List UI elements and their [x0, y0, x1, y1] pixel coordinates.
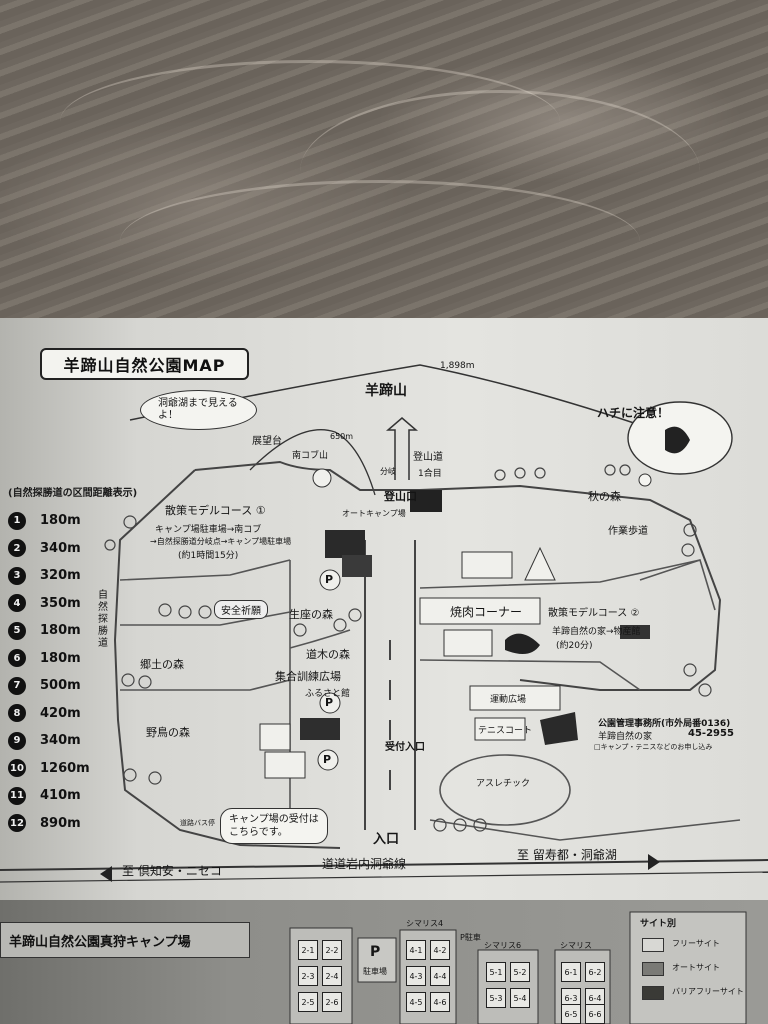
furusato-label: ふるさと館	[305, 689, 351, 699]
sub-peak-elevation: 650m	[330, 432, 354, 441]
sports-field-label: 運動広場	[490, 695, 527, 705]
section-label: シマリス	[560, 941, 592, 950]
hometown-forest-label: 郷土の森	[140, 658, 184, 671]
trail-entrance-label: 登山口	[384, 490, 417, 503]
camp-site: 6-1	[561, 962, 581, 982]
camp-site: 4-2	[430, 940, 450, 960]
camp-site: 2-5	[298, 992, 318, 1012]
camp-site: 5-3	[486, 988, 506, 1008]
course2-time: (約20分)	[556, 641, 593, 651]
parking-marker: P	[325, 573, 334, 586]
camp-site: 2-6	[322, 992, 342, 1012]
course2-label: 散策モデルコース ②	[548, 608, 640, 619]
camp-site: 2-3	[298, 966, 318, 986]
blanket-background	[0, 0, 768, 340]
trail-head-label: 登山道	[413, 452, 443, 463]
cloud-note: 洞爺湖まで見えるよ！	[158, 398, 238, 421]
bbq-corner-label: 焼肉コーナー	[450, 605, 523, 619]
section-label: シマリス6	[484, 941, 522, 950]
training-field-label: 集合訓練広場	[275, 670, 341, 683]
bus-stop-label: 道路バス停	[180, 819, 215, 827]
bird-forest-label: 野鳥の森	[146, 726, 190, 739]
auto-camp-label: オートキャンプ場	[342, 509, 406, 518]
peak-name: 羊蹄山	[365, 383, 407, 399]
course1-time: (約1時間15分)	[178, 551, 239, 561]
camp-parking-marker: P	[370, 944, 381, 960]
vertical-trail-label: 自然探勝道	[98, 590, 108, 649]
lake-view-cloud	[140, 390, 257, 430]
section-label: シマリス4	[406, 919, 444, 928]
phone-number: 45-2955	[688, 728, 734, 739]
seat-forest-label: 生座の森	[289, 608, 333, 621]
course2-desc: 羊蹄自然の家→物産館	[552, 627, 641, 637]
camp-site: 2-2	[322, 940, 342, 960]
camp-site: 2-4	[322, 966, 342, 986]
site-barrier-label: バリアフリーサイト	[672, 987, 744, 996]
safety-shrine-label: 安全祈願	[214, 600, 268, 619]
legend-header: (自然探勝道の区間距離表示)	[8, 488, 138, 499]
reception-entrance-label: 受付入口	[385, 742, 425, 753]
camp-reception-note: キャンプ場の受付はこちらです。	[220, 808, 328, 844]
camp-site: 6-5	[561, 1004, 581, 1024]
course1-label: 散策モデルコース ①	[165, 504, 266, 517]
camp-site: 5-4	[510, 988, 530, 1008]
camp-site: 4-6	[430, 992, 450, 1012]
camp-parking-label: 駐車場	[363, 967, 387, 976]
bee-warning: ハチに注意！	[597, 406, 670, 420]
management2-label: 羊蹄自然の家	[598, 732, 653, 742]
first-station-label: 1合目	[418, 469, 442, 479]
camp-site: 6-3	[561, 988, 581, 1008]
course1-desc1: キャンプ場駐車場→南コブ	[155, 525, 262, 535]
camp-site: 5-1	[486, 962, 506, 982]
camp-site: 6-2	[585, 962, 605, 982]
camp-site: 6-6	[585, 1004, 605, 1024]
right-direction-label: 至 留寿都・洞爺湖	[517, 848, 617, 862]
entrance-label: 入口	[373, 832, 400, 847]
road-forest-label: 道木の森	[306, 648, 350, 661]
sub-peak-label: 南コブ山	[292, 451, 329, 461]
course1-desc2: →自然探勝道分岐点→キャンプ場駐車場	[150, 537, 292, 546]
site-free-label: フリーサイト	[672, 939, 720, 948]
camp-site: 4-4	[430, 966, 450, 986]
camp-site: 2-1	[298, 940, 318, 960]
autumn-forest-label: 秋の森	[588, 490, 621, 503]
junction-label: 分岐	[380, 467, 396, 476]
camp-site: 4-5	[406, 992, 426, 1012]
camp-site: 5-2	[510, 962, 530, 982]
tennis-court-label: テニスコート	[478, 726, 533, 736]
map-title: 羊蹄山自然公園MAP	[40, 348, 249, 380]
camp-parking-b-label: P駐車	[460, 933, 481, 942]
left-direction-label: 至 倶知安・ニセコ	[122, 864, 222, 878]
site-legend-title: サイト別	[640, 919, 677, 929]
athletic-label: アスレチック	[476, 779, 531, 789]
camp-site: 4-1	[406, 940, 426, 960]
phone-note: □キャンプ・テニスなどのお申し込み	[594, 743, 713, 751]
lookout-label: 展望台	[252, 436, 282, 447]
road-name-label: 道道岩内洞爺線	[322, 857, 407, 871]
peak-elevation: 1,898m	[440, 361, 475, 371]
site-free-swatch	[642, 938, 664, 952]
camp-site: 4-3	[406, 966, 426, 986]
site-barrier-swatch	[642, 986, 664, 1000]
parking-marker: P	[325, 696, 334, 709]
work-path-label: 作業歩道	[608, 526, 648, 537]
camp-map-title: 羊蹄山自然公園真狩キャンプ場	[0, 922, 250, 958]
site-auto-swatch	[642, 962, 664, 976]
management-office-label: 公園管理事務所(市外局番0136)	[598, 719, 731, 729]
site-auto-label: オートサイト	[672, 963, 720, 972]
parking-marker: P	[323, 753, 332, 766]
